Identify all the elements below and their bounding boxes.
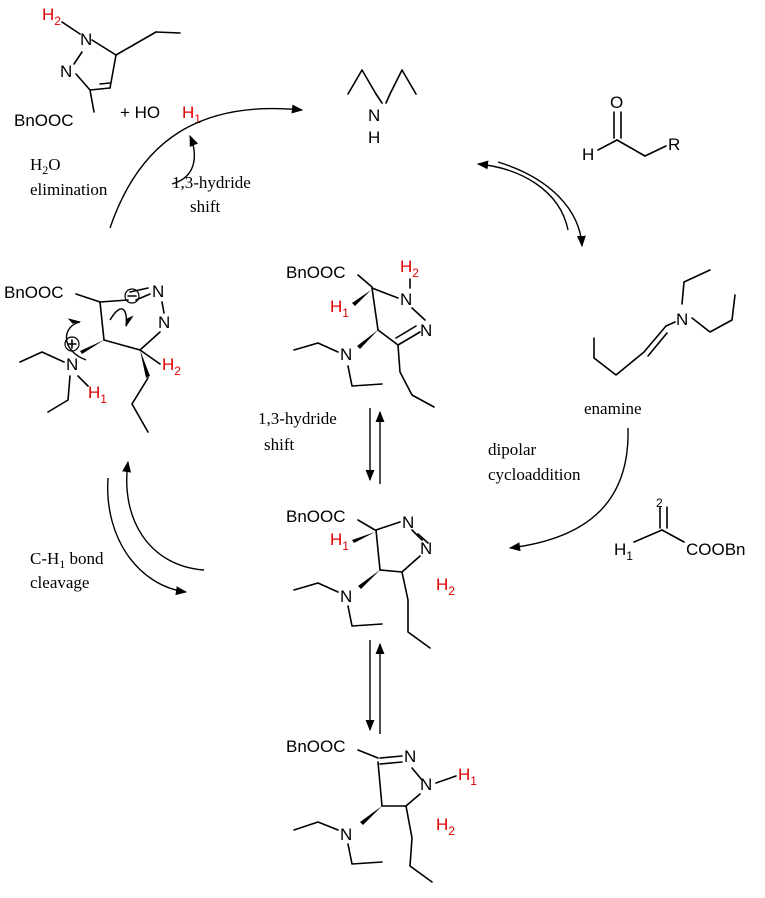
cycloaddition-label: cycloaddition: [488, 465, 581, 484]
hydride-mid-label-2: shift: [264, 435, 295, 454]
bottom-n1: N: [404, 747, 416, 766]
product-h2: H2: [42, 5, 61, 28]
bottom-h2: H2: [436, 815, 455, 838]
mechanism-arrows: [107, 104, 629, 734]
enamine: N enamine: [584, 269, 736, 418]
pyrazoline-middle: BnOOC N N H1 H2 N: [286, 507, 455, 649]
water-elim-label: H2O: [30, 155, 61, 177]
mid-h1: H1: [330, 530, 349, 553]
ester-mid: BnOOC: [286, 507, 346, 526]
top-h2: H2: [400, 257, 419, 280]
product-n1: N: [80, 30, 92, 49]
bottom-n2: N: [420, 775, 432, 794]
left-n2: N: [158, 313, 170, 332]
diethylamine: N H: [347, 69, 417, 147]
water-elim-label-2: elimination: [30, 180, 108, 199]
hydride-top-label-2: shift: [190, 197, 221, 216]
bottom-amine-n: N: [340, 825, 352, 844]
pyrazole-product: H2 N N BnOOC + HO H1: [14, 5, 201, 130]
ester-left: BnOOC: [4, 283, 64, 302]
cleavage-label-2: cleavage: [30, 573, 89, 592]
diazo-n2: 2: [656, 496, 663, 510]
diazo-ester: 2 H1 COOBn: [614, 496, 746, 563]
top-n2: N: [420, 321, 432, 340]
amine-h: H: [368, 128, 380, 147]
left-h2: H2: [162, 355, 181, 378]
mid-h2: H2: [436, 575, 455, 598]
mid-n1: N: [402, 513, 414, 532]
top-n1: N: [400, 290, 412, 309]
pyrazoline-bottom: BnOOC N N H1 H2 N: [286, 737, 477, 883]
aldehyde-r: R: [668, 135, 680, 154]
enamine-label: enamine: [584, 399, 642, 418]
aldehyde: O H R: [582, 93, 680, 164]
top-h1: H1: [330, 297, 349, 320]
aldehyde-o: O: [610, 93, 623, 112]
top-amine-n: N: [340, 345, 352, 364]
product-n2: N: [60, 62, 72, 81]
zwitterion-intermediate: BnOOC N N H2 N H1: [4, 282, 181, 433]
mid-amine-n: N: [340, 587, 352, 606]
left-amine-n: N: [66, 355, 78, 374]
dipolar-label: dipolar: [488, 440, 536, 459]
left-n1: N: [152, 282, 164, 301]
negative-charge-icon: [124, 288, 140, 304]
ester-top: BnOOC: [286, 263, 346, 282]
left-h1: H1: [88, 383, 107, 406]
water-h1: H1: [182, 103, 201, 126]
hydride-mid-label: 1,3-hydride: [258, 409, 337, 428]
ester-bottom: BnOOC: [286, 737, 346, 756]
bottom-h1: H1: [458, 765, 477, 788]
aldehyde-h: H: [582, 145, 594, 164]
water-text: + HO: [120, 103, 160, 122]
pyrazoline-top: BnOOC H2 N N H1 N: [286, 257, 435, 408]
amine-n: N: [368, 106, 380, 125]
hydride-top-label: 1,3-hydride: [172, 173, 251, 192]
step-labels: H2O elimination 1,3-hydride shift 1,3-hy…: [30, 155, 581, 592]
mid-n2: N: [420, 539, 432, 558]
product-ester: BnOOC: [14, 111, 74, 130]
diazo-h1: H1: [614, 540, 633, 563]
cleavage-label: C-H1 bond: [30, 549, 104, 571]
diazo-ester-text: COOBn: [686, 540, 746, 559]
enamine-n: N: [676, 310, 688, 329]
